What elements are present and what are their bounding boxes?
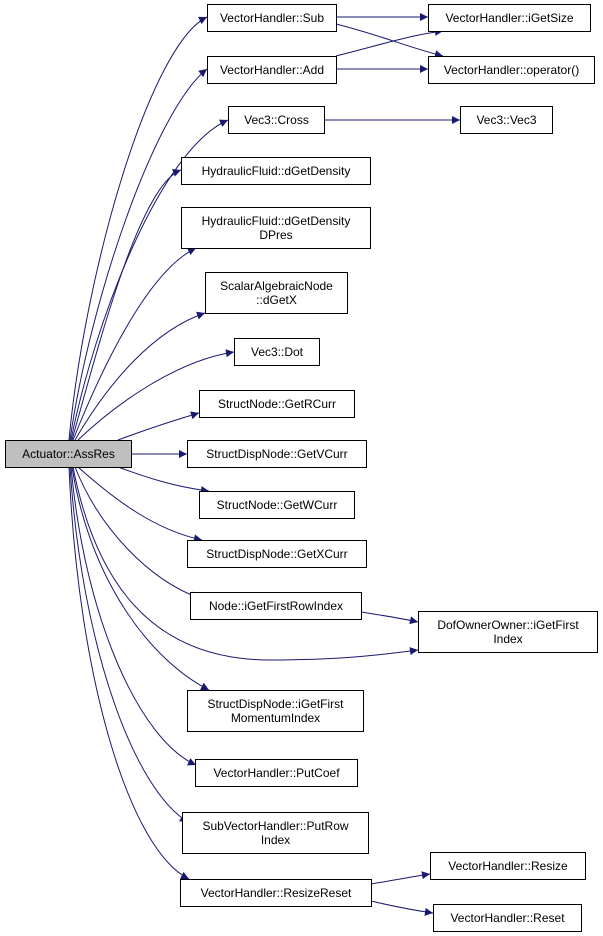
edge-root-to-vec3-dot <box>77 349 235 441</box>
edge-root-to-hf-dgetdensity <box>71 169 182 441</box>
node-label: Node::iGetFirstRowIndex <box>209 599 343 613</box>
node-san-dgetx[interactable]: ScalarAlgebraicNode::dGetX <box>205 272 348 314</box>
node-box <box>428 56 595 84</box>
node-vh-putcoef[interactable]: VectorHandler::PutCoef <box>195 759 358 787</box>
node-box <box>199 491 355 519</box>
node-label: HydraulicFluid::dGetDensity <box>202 164 351 178</box>
edge-vh-resizereset-to-vh-resize <box>370 871 431 885</box>
node-label: Index <box>493 632 522 646</box>
node-vec3-cross[interactable]: Vec3::Cross <box>228 106 325 134</box>
node-hf-dgetdensity[interactable]: HydraulicFluid::dGetDensity <box>181 157 371 185</box>
edge-root-to-svh-putrowindex <box>69 466 189 823</box>
node-label: DPres <box>259 228 292 242</box>
node-box <box>199 390 355 418</box>
edge-root-to-vh-sub <box>68 16 208 441</box>
node-vec3-dot[interactable]: Vec3::Dot <box>234 338 320 366</box>
node-box <box>207 4 337 32</box>
node-box <box>430 852 586 880</box>
node-box <box>187 540 367 568</box>
node-label: Vec3::Dot <box>251 345 304 359</box>
edge-vh-resizereset-to-vh-reset <box>370 900 434 916</box>
edges-layer <box>68 13 460 916</box>
edge-vh-add-to-vh-igetsize <box>335 27 444 57</box>
node-box <box>428 4 591 32</box>
node-vh-igetsize[interactable]: VectorHandler::iGetSize <box>428 4 591 32</box>
node-label: StructNode::GetRCurr <box>218 397 336 411</box>
node-label: VectorHandler::Sub <box>220 11 324 25</box>
edge-vh-sub-to-vh-operator <box>335 23 444 59</box>
node-sn-getrcurr[interactable]: StructNode::GetRCurr <box>199 390 355 418</box>
node-box <box>187 440 367 468</box>
node-box <box>190 592 362 620</box>
node-label: Vec3::Vec3 <box>476 113 536 127</box>
node-label: VectorHandler::operator() <box>444 63 579 77</box>
node-label: StructDispNode::GetXCurr <box>206 547 347 561</box>
node-box <box>180 879 372 907</box>
node-label: Vec3::Cross <box>244 113 309 127</box>
edge-root-to-sdn-getxcurr <box>77 466 203 543</box>
node-label: ScalarAlgebraicNode <box>220 279 333 293</box>
node-label: VectorHandler::ResizeReset <box>201 886 352 900</box>
node-box <box>182 812 369 854</box>
node-box <box>207 56 337 84</box>
node-box <box>433 904 582 932</box>
node-box <box>418 611 598 653</box>
node-sn-getwcurr[interactable]: StructNode::GetWCurr <box>199 491 355 519</box>
edge-root-to-node-igetfirstrowindex <box>74 466 200 599</box>
node-box <box>460 106 553 134</box>
node-root[interactable]: Actuator::AssRes <box>5 440 132 468</box>
node-label: VectorHandler::Reset <box>450 911 565 925</box>
node-label: StructDispNode::GetVCurr <box>206 447 347 461</box>
node-node-igetfirstrowindex[interactable]: Node::iGetFirstRowIndex <box>190 592 362 620</box>
node-vh-reset[interactable]: VectorHandler::Reset <box>433 904 582 932</box>
node-sdn-getvcurr[interactable]: StructDispNode::GetVCurr <box>187 440 367 468</box>
edge-root-to-sn-getrcurr <box>117 411 200 441</box>
node-label: VectorHandler::Resize <box>448 859 568 873</box>
node-vh-operator[interactable]: VectorHandler::operator() <box>428 56 595 84</box>
node-label: MomentumIndex <box>231 711 320 725</box>
node-vh-resize[interactable]: VectorHandler::Resize <box>430 852 586 880</box>
node-label: HydraulicFluid::dGetDensity <box>202 214 351 228</box>
edge-root-to-doo-igetfirstindex <box>72 466 419 661</box>
node-label: VectorHandler::iGetSize <box>445 11 573 25</box>
node-label: SubVectorHandler::PutRow <box>202 819 348 833</box>
node-sdn-getxcurr[interactable]: StructDispNode::GetXCurr <box>187 540 367 568</box>
node-box <box>195 759 358 787</box>
node-label: DofOwnerOwner::iGetFirst <box>437 618 579 632</box>
node-label: VectorHandler::Add <box>220 63 324 77</box>
edge-root-to-vh-resizereset <box>68 466 190 880</box>
edge-root-to-hf-dgetdensitydpres <box>72 247 197 441</box>
edge-root-to-sn-getwcurr <box>117 466 210 495</box>
node-label: StructDispNode::iGetFirst <box>207 697 344 711</box>
node-box <box>187 690 364 732</box>
node-vh-add[interactable]: VectorHandler::Add <box>207 56 337 84</box>
node-box <box>181 207 371 249</box>
edge-root-to-vec3-cross <box>70 119 229 441</box>
edge-root-to-san-dgetx <box>74 311 206 441</box>
node-box <box>181 157 371 185</box>
nodes-layer: Actuator::AssResVectorHandler::SubVector… <box>5 4 598 932</box>
node-vec3-vec3[interactable]: Vec3::Vec3 <box>460 106 553 134</box>
node-label: VectorHandler::PutCoef <box>213 766 340 780</box>
node-label: StructNode::GetWCurr <box>217 498 338 512</box>
node-vh-sub[interactable]: VectorHandler::Sub <box>207 4 337 32</box>
edge-root-to-sdn-igetfirstmomentumindex <box>71 466 210 691</box>
node-box <box>228 106 325 134</box>
edge-root-to-vh-add <box>69 68 208 441</box>
edge-root-to-vh-putcoef <box>70 466 197 766</box>
node-label: ::dGetX <box>256 293 297 307</box>
node-label: Index <box>261 833 290 847</box>
edge-node-igetfirstrowindex-to-doo-igetfirstindex <box>360 611 419 625</box>
node-box <box>234 338 320 366</box>
node-label: Actuator::AssRes <box>22 447 115 461</box>
node-vh-resizereset[interactable]: VectorHandler::ResizeReset <box>180 879 372 907</box>
node-box <box>5 440 132 468</box>
node-box <box>205 272 348 314</box>
